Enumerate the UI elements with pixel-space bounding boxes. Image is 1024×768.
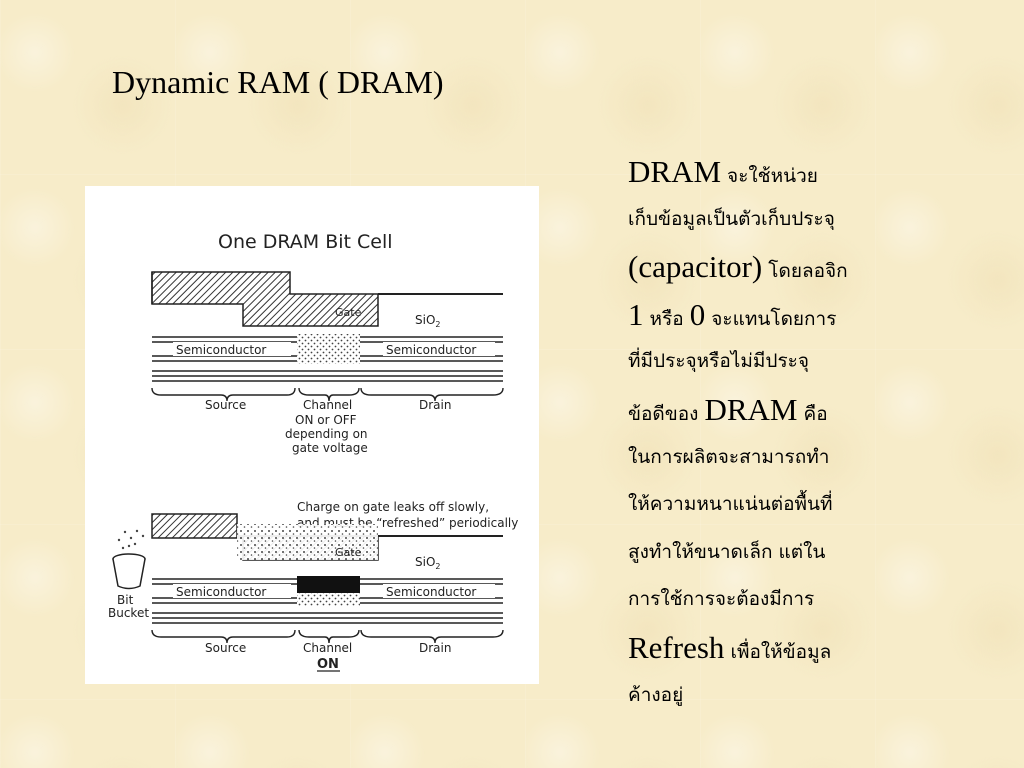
brace-drain-top [360, 387, 504, 402]
oxide-label-top: SiO2 [415, 313, 441, 329]
channel-note-line-2: depending on [285, 427, 368, 441]
bucket-label-1: Bit [117, 593, 134, 607]
source-label-top: Source [205, 398, 246, 412]
body-line-3: (capacitor) โดยลอจิก [628, 249, 848, 285]
channel-label-bottom: Channel [303, 641, 352, 655]
brace-source-top [151, 387, 296, 402]
channel-region-top [297, 334, 360, 364]
source-label-bottom: Source [205, 641, 246, 655]
semiconductor-right-bottom: Semiconductor [386, 585, 476, 599]
body-line-2: เก็บข้อมูลเป็นตัวเก็บประจุ [628, 207, 835, 230]
bucket-label-2: Bucket [108, 606, 149, 620]
top-cell-diagram: Gate SiO2 Semiconductor Semiconductor So… [151, 271, 504, 455]
dram-bit-cell-figure: One DRAM Bit Cell Gate SiO2 Semiconducto… [85, 186, 539, 684]
body-line-6: ข้อดีของ DRAM คือ [628, 391, 828, 427]
brace-channel-top [298, 387, 360, 402]
channel-on-bar [297, 576, 360, 593]
bit-bucket-icon [112, 553, 146, 590]
slide-title: Dynamic RAM ( DRAM) [112, 64, 444, 100]
semiconductor-left-top: Semiconductor [176, 343, 266, 357]
body-line-7: ในการผลิตจะสามารถทำ [628, 445, 830, 468]
drain-label-bottom: Drain [419, 641, 451, 655]
drain-label-top: Drain [419, 398, 451, 412]
brace-channel-bottom [298, 629, 360, 644]
body-line-4: 1 หรือ 0 จะแทนโดยการ [628, 296, 837, 332]
body-line-11: Refresh เพื่อให้ข้อมูล [628, 629, 832, 665]
channel-note-line-1: ON or OFF [295, 413, 357, 427]
body-line-10: การใช้การจะต้องมีการ [628, 588, 815, 611]
gate-label-top: Gate [335, 306, 362, 319]
body-line-1: DRAM จะใช้หน่วย [628, 154, 818, 189]
figure-title: One DRAM Bit Cell [218, 231, 393, 253]
body-line-9: สูงทำให้ขนาดเล็ก แต่ใน [628, 540, 826, 563]
body-text: DRAM จะใช้หน่วย เก็บข้อมูลเป็นตัวเก็บประ… [628, 148, 928, 719]
bottom-cell-diagram: Charge on gate leaks off slowly, and mus… [108, 500, 518, 672]
body-line-8: ให้ความหนาแน่นต่อพื้นที่ [628, 493, 833, 516]
body-line-5: ที่มีประจุหรือไม่มีประจุ [628, 350, 810, 373]
leak-particles [117, 529, 145, 550]
brace-drain-bottom [360, 629, 504, 644]
semiconductor-left-bottom: Semiconductor [176, 585, 266, 599]
gate-label-bottom: Gate [335, 546, 362, 559]
charge-note-line-1: Charge on gate leaks off slowly, [297, 500, 489, 514]
gate-electrode-top [151, 271, 379, 327]
oxide-label-bottom: SiO2 [415, 555, 441, 571]
channel-on-label: ON [317, 657, 339, 672]
body-line-12: ค้างอยู่ [628, 683, 684, 706]
semiconductor-right-top: Semiconductor [386, 343, 476, 357]
leaking-charge [237, 524, 378, 560]
channel-label-top: Channel [303, 398, 352, 412]
channel-note-line-3: gate voltage [292, 441, 368, 455]
brace-source-bottom [151, 629, 296, 644]
